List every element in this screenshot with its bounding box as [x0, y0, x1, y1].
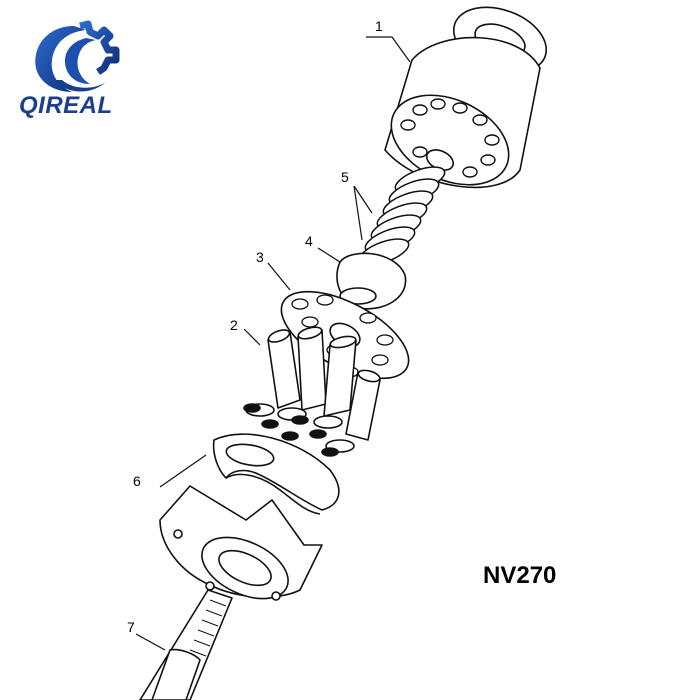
model-label: NV270 — [483, 562, 557, 589]
part-6-swash-plate — [212, 433, 340, 515]
part-7-drive-shaft — [139, 589, 233, 700]
callout-1: 1 — [375, 18, 383, 34]
callout-2: 2 — [230, 317, 238, 333]
brand-logo — [14, 20, 124, 130]
housing-flange — [159, 485, 323, 601]
part-2-pistons — [243, 326, 381, 457]
part-3-retainer-plate — [280, 290, 410, 380]
callout-4: 4 — [305, 233, 313, 249]
callout-7: 7 — [127, 619, 135, 635]
callout-6: 6 — [133, 473, 141, 489]
brand-name: QIREAL — [19, 92, 113, 119]
leader-lines — [135, 36, 411, 651]
part-5-spring — [358, 166, 446, 266]
callout-5: 5 — [341, 169, 349, 185]
part-1-cylinder-block — [384, 6, 548, 189]
part-4-ball-guide — [336, 252, 407, 310]
callout-3: 3 — [256, 249, 264, 265]
gear-swoosh-logo-icon — [35, 20, 120, 92]
